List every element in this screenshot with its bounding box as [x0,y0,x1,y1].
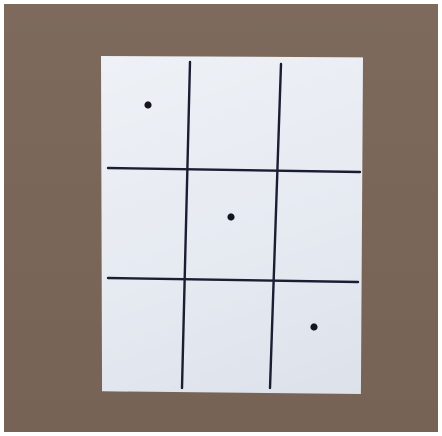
grid-line-vertical-2 [270,64,281,388]
grid-line-horizontal-2 [108,278,358,282]
dot-bottom-right [310,323,317,330]
dot-center [227,213,234,220]
grid-line-vertical-1 [182,62,190,388]
grid-line-horizontal-1 [108,168,360,172]
dot-top-left [144,101,151,108]
